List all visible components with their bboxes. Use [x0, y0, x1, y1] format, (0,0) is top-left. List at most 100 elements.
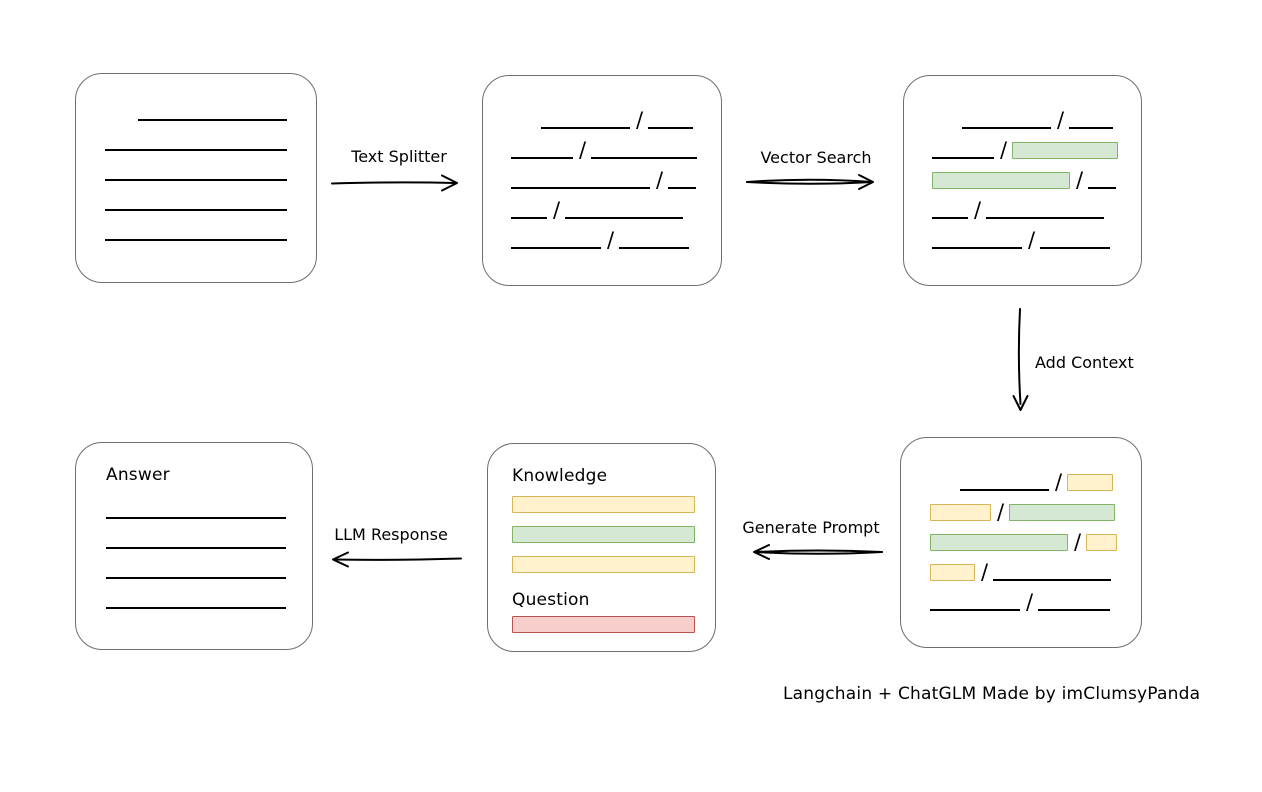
vector-search-arrow — [746, 174, 874, 190]
chunk-row: / — [511, 189, 721, 222]
chunk-separator: / — [1026, 590, 1034, 614]
chunk-row: / — [932, 219, 1141, 252]
context-node: / / / / / — [900, 437, 1142, 648]
text-line — [986, 217, 1105, 219]
add-context-arrow — [1012, 308, 1029, 411]
text-line — [668, 187, 697, 189]
answer-node: Answer — [75, 442, 313, 650]
green-bar — [512, 526, 695, 543]
yellow-bar — [512, 556, 695, 573]
text-line — [105, 179, 287, 181]
chunk-separator: / — [1000, 138, 1008, 162]
generate-prompt-label: Generate Prompt — [742, 518, 880, 537]
text-line — [106, 577, 286, 579]
chunk-row: / — [930, 581, 1141, 614]
text-line — [1088, 187, 1117, 189]
chunk-row — [105, 91, 316, 121]
text-line — [619, 247, 690, 249]
text-splitter-arrow — [331, 174, 458, 192]
chunk-row: / — [932, 99, 1141, 132]
chunk-separator: / — [1057, 108, 1065, 132]
chunk-row: / — [932, 129, 1141, 162]
chunk-row — [106, 519, 312, 549]
text-line — [962, 127, 1051, 129]
chunk-row: / — [930, 521, 1141, 554]
chunk-row — [105, 181, 316, 211]
highlight-yellow-chunk — [930, 564, 975, 581]
text-line — [106, 517, 286, 519]
text-line — [932, 157, 994, 159]
knowledge-label: Knowledge — [512, 466, 608, 486]
text-line — [591, 157, 698, 159]
chunk-row — [106, 549, 312, 579]
spacer — [105, 120, 138, 121]
chunk-row — [105, 211, 316, 241]
chunk-separator: / — [1076, 168, 1084, 192]
chunk-row: / — [930, 461, 1141, 494]
llm-response-label: LLM Response — [334, 525, 448, 544]
highlight-green-chunk — [1009, 504, 1116, 521]
credit-caption: Langchain + ChatGLM Made by imClumsyPand… — [783, 684, 1201, 704]
chunk-separator: / — [1074, 530, 1082, 554]
spacer — [930, 490, 960, 491]
red-bar — [512, 616, 695, 633]
chunk-row: / — [932, 159, 1141, 192]
text-line — [565, 217, 684, 219]
answer-label: Answer — [106, 465, 170, 485]
text-line — [106, 607, 286, 609]
text-line — [511, 217, 547, 219]
generate-prompt-arrow — [753, 544, 883, 560]
text-line — [106, 547, 286, 549]
knowledge-bars — [512, 496, 715, 573]
document-node — [75, 73, 317, 283]
text-line — [648, 127, 694, 129]
chunks-lines: ///// — [511, 99, 721, 251]
highlight-yellow-chunk — [1067, 474, 1114, 491]
text-line — [105, 209, 287, 211]
text-line — [511, 247, 601, 249]
highlight-yellow-chunk — [1086, 534, 1118, 551]
text-line — [1038, 609, 1111, 611]
chunk-separator: / — [974, 198, 982, 222]
answer-lines — [106, 487, 312, 609]
chunk-separator: / — [636, 108, 644, 132]
text-line — [511, 187, 650, 189]
spacer — [511, 128, 541, 129]
chunk-row: / — [932, 189, 1141, 222]
yellow-bar — [512, 496, 695, 513]
highlight-green-chunk — [1012, 142, 1119, 159]
chunk-separator: / — [1028, 228, 1036, 252]
chunk-row — [105, 121, 316, 151]
chunk-separator: / — [656, 168, 664, 192]
text-line — [541, 127, 630, 129]
chunk-row: / — [511, 159, 721, 192]
spacer — [932, 128, 962, 129]
chunk-row: / — [930, 551, 1141, 584]
text-line — [138, 119, 287, 121]
text-line — [993, 579, 1112, 581]
highlight-green-chunk — [930, 534, 1068, 551]
text-line — [105, 149, 287, 151]
chunk-separator: / — [579, 138, 587, 162]
search-result-node: / / / / / — [903, 75, 1142, 286]
chunk-row: / — [511, 219, 721, 251]
context-lines: / / / / / — [930, 461, 1141, 614]
chunk-row: / — [511, 129, 721, 162]
text-line — [511, 157, 573, 159]
question-label: Question — [512, 590, 590, 610]
chunk-row — [105, 151, 316, 181]
chunk-separator: / — [1055, 470, 1063, 494]
highlight-yellow-chunk — [930, 504, 991, 521]
chunk-row — [106, 487, 312, 519]
chunk-row: / — [930, 491, 1141, 524]
text-line — [930, 609, 1020, 611]
text-line — [1069, 127, 1114, 129]
chunk-separator: / — [553, 198, 561, 222]
chunk-row: / — [511, 99, 721, 132]
chunk-separator: / — [981, 560, 989, 584]
prompt-node: Knowledge Question — [487, 443, 716, 652]
chunk-separator: / — [997, 500, 1005, 524]
text-line — [105, 239, 287, 241]
highlight-green-chunk — [932, 172, 1070, 189]
